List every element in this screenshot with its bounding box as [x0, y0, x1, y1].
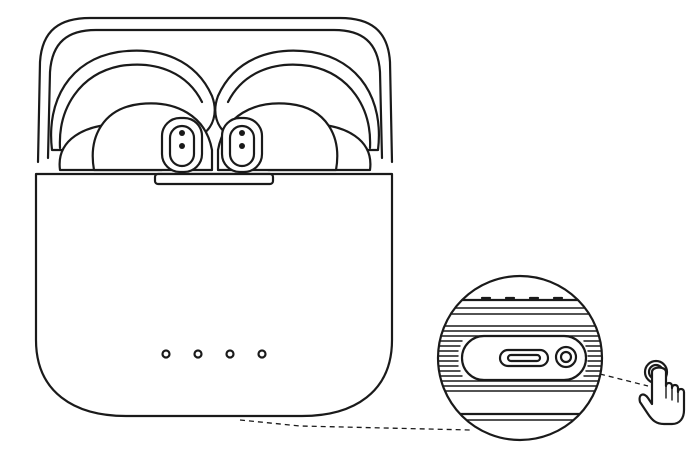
callout-circle	[436, 274, 604, 442]
indicator-led	[225, 349, 235, 359]
charging-port-callout	[436, 274, 604, 442]
indicator-leds	[161, 349, 267, 359]
indicator-led	[257, 349, 267, 359]
indicator-led	[193, 349, 203, 359]
case-lid	[36, 16, 394, 164]
indicator-led	[161, 349, 171, 359]
case-body	[34, 172, 394, 418]
callout-leader-lines	[239, 373, 649, 431]
reset-button	[554, 345, 578, 369]
press-hand-icon	[638, 359, 686, 426]
left-earbud	[58, 102, 214, 174]
right-earbud	[216, 102, 372, 174]
